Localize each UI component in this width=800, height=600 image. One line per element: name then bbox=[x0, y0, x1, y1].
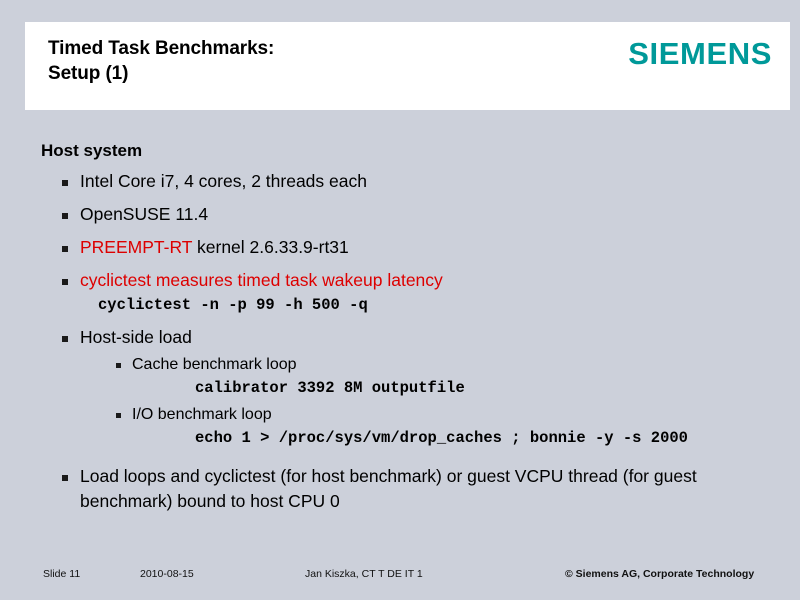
section-heading-host-system: Host system bbox=[41, 141, 143, 160]
list-item: PREEMPT-RT kernel 2.6.33.9-rt31 bbox=[62, 235, 800, 260]
bullet-list-level-2: Cache benchmark loop bbox=[80, 353, 800, 376]
list-item: Cache benchmark loop bbox=[116, 353, 800, 376]
square-bullet-icon bbox=[62, 278, 68, 285]
list-item: OpenSUSE 11.4 bbox=[62, 202, 800, 227]
square-bullet-icon bbox=[116, 362, 121, 368]
list-item-label: Load loops and cyclictest (for host benc… bbox=[80, 466, 697, 511]
command-echo-bonnie: echo 1 > /proc/sys/vm/drop_caches ; bonn… bbox=[195, 429, 688, 447]
square-bullet-icon bbox=[62, 212, 68, 219]
footer: Slide 11 2010-08-15 Jan Kiszka, CT T DE … bbox=[0, 568, 800, 582]
list-item-label: Cache benchmark loop bbox=[132, 356, 297, 373]
slide-body: Host system Intel Core i7, 4 cores, 2 th… bbox=[0, 112, 800, 514]
list-item: Load loops and cyclictest (for host benc… bbox=[62, 464, 710, 514]
list-item-highlight: cyclictest measures timed task wakeup la… bbox=[80, 270, 443, 290]
list-item-label: Host-side load bbox=[80, 327, 192, 347]
footer-date: 2010-08-15 bbox=[140, 568, 194, 580]
list-item-label: Intel Core i7, 4 cores, 2 threads each bbox=[80, 171, 367, 191]
bullet-list-level-1-continued: Host-side load Cache benchmark loop cali… bbox=[0, 325, 800, 450]
square-bullet-icon bbox=[116, 412, 121, 418]
footer-slide-number: Slide 11 bbox=[43, 568, 81, 580]
bullet-list-level-1: Intel Core i7, 4 cores, 2 threads each O… bbox=[0, 169, 800, 293]
list-item: Intel Core i7, 4 cores, 2 threads each bbox=[62, 169, 800, 194]
bullet-list-level-1-final: Load loops and cyclictest (for host benc… bbox=[0, 464, 800, 514]
page-title: Timed Task Benchmarks: Setup (1) bbox=[48, 38, 275, 84]
square-bullet-icon bbox=[62, 179, 68, 186]
command-cyclictest: cyclictest -n -p 99 -h 500 -q bbox=[98, 296, 368, 314]
header-band: Timed Task Benchmarks: Setup (1) SIEMENS bbox=[25, 22, 790, 110]
list-item: I/O benchmark loop bbox=[116, 403, 800, 426]
list-item: Host-side load Cache benchmark loop cali… bbox=[62, 325, 800, 450]
square-bullet-icon bbox=[62, 474, 68, 481]
list-item-label: kernel 2.6.33.9-rt31 bbox=[192, 237, 349, 257]
footer-copyright: © Siemens AG, Corporate Technology bbox=[565, 568, 755, 580]
list-item-highlight: PREEMPT-RT bbox=[80, 237, 193, 257]
footer-author: Jan Kiszka, CT T DE IT 1 bbox=[305, 568, 423, 580]
list-item: cyclictest measures timed task wakeup la… bbox=[62, 268, 800, 293]
square-bullet-icon bbox=[62, 245, 68, 252]
list-item-label: I/O benchmark loop bbox=[132, 406, 272, 423]
list-item-label: OpenSUSE 11.4 bbox=[80, 204, 209, 224]
command-calibrator: calibrator 3392 8M outputfile bbox=[195, 379, 465, 397]
bullet-list-level-2: I/O benchmark loop bbox=[80, 403, 800, 426]
square-bullet-icon bbox=[62, 335, 68, 342]
siemens-logo: SIEMENS bbox=[628, 36, 772, 71]
